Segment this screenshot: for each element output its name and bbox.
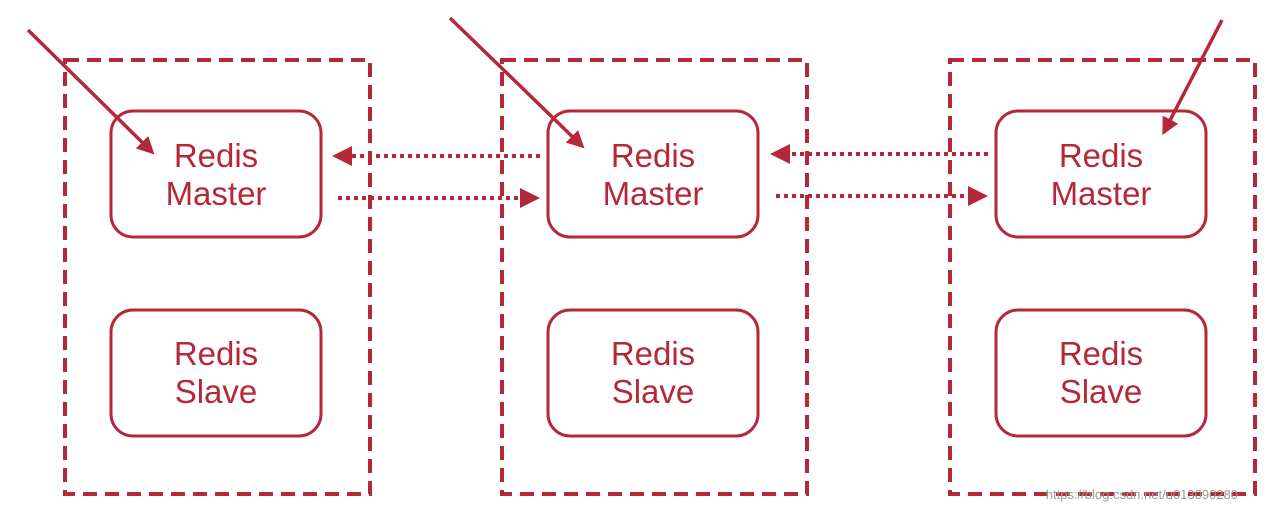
master-1-line-2: Master xyxy=(166,175,267,212)
master-node-1: Redis Master xyxy=(109,109,323,239)
slave-node-3: Redis Slave xyxy=(994,308,1208,438)
slave-1-line-2: Slave xyxy=(175,373,258,410)
slave-3-line-1: Redis xyxy=(1059,335,1143,372)
client-arrow-1 xyxy=(26,28,155,155)
slave-2-line-2: Slave xyxy=(612,373,695,410)
slave-node-2: Redis Slave xyxy=(546,308,760,438)
slave-2-line-1: Redis xyxy=(611,335,695,372)
master-2-line-1: Redis xyxy=(611,137,695,174)
master-3-line-1: Redis xyxy=(1059,137,1143,174)
client-arrow-3 xyxy=(1162,19,1224,136)
master-node-2: Redis Master xyxy=(546,109,760,239)
master-1-line-1: Redis xyxy=(174,137,258,174)
slave-3-line-2: Slave xyxy=(1060,373,1143,410)
slave-node-1: Redis Slave xyxy=(109,308,323,438)
master-2-line-2: Master xyxy=(603,175,704,212)
cluster-container-2 xyxy=(500,58,809,496)
cluster-container-3 xyxy=(948,58,1257,496)
slave-1-line-1: Redis xyxy=(174,335,258,372)
master-3-line-2: Master xyxy=(1051,175,1152,212)
master-node-3: Redis Master xyxy=(994,109,1208,239)
cluster-container-1 xyxy=(63,58,372,496)
client-arrow-2 xyxy=(448,16,585,149)
watermark-url: https://blog.csdn.net/u013090280 xyxy=(1045,487,1238,502)
